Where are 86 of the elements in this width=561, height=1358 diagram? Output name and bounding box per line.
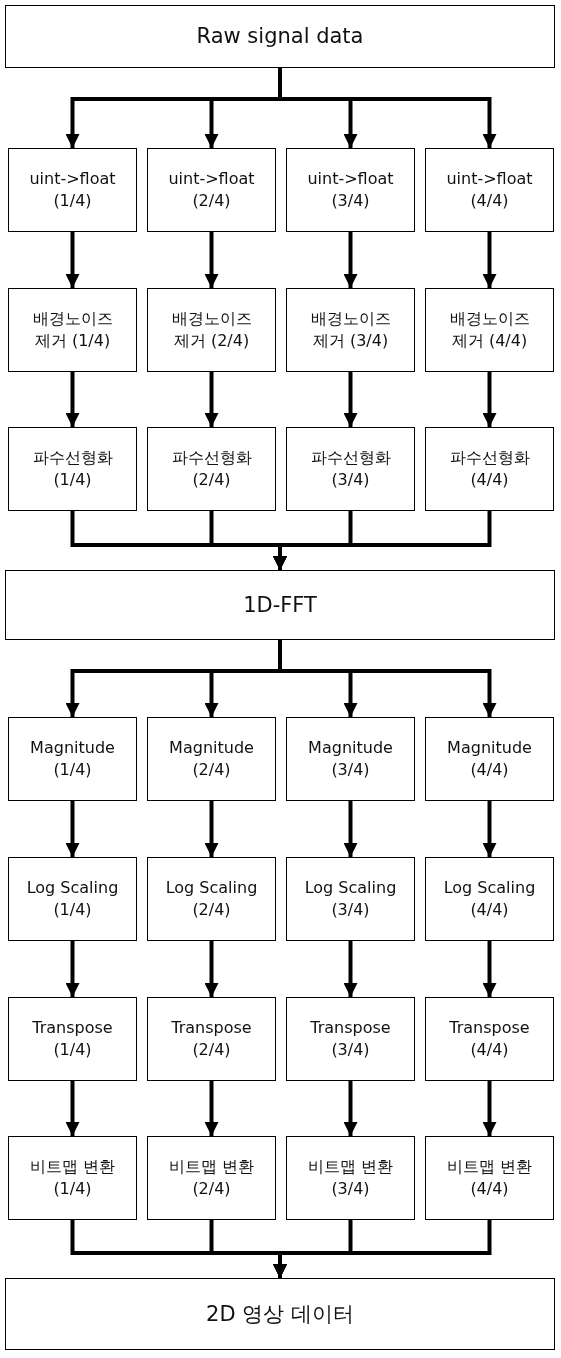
arrow — [482, 232, 497, 288]
arrow — [273, 1220, 492, 1278]
arrow — [204, 801, 219, 857]
box-label: uint->float (3/4) — [306, 168, 395, 212]
process-box — [286, 427, 415, 511]
box-label: Magnitude (1/4) — [29, 737, 116, 781]
box-label: uint->float (4/4) — [445, 168, 534, 212]
process-box — [5, 1278, 555, 1350]
box-label: 비트맵 변환 (3/4) — [306, 1156, 395, 1200]
arrow — [482, 372, 497, 427]
process-box — [286, 288, 415, 372]
process-box — [286, 997, 415, 1081]
arrow — [273, 511, 492, 570]
box-label: 비트맵 변환 (2/4) — [167, 1156, 256, 1200]
box-label: Log Scaling (2/4) — [164, 877, 259, 921]
box-label: Magnitude (3/4) — [307, 737, 394, 781]
arrow — [482, 1081, 497, 1136]
arrow — [343, 372, 358, 427]
arrow — [343, 941, 358, 997]
process-box — [8, 288, 137, 372]
process-box — [5, 570, 555, 640]
process-box — [8, 427, 137, 511]
box-label: 파수선형화 (1/4) — [31, 447, 114, 491]
process-box — [147, 427, 276, 511]
arrow — [204, 232, 219, 288]
box-label: Magnitude (4/4) — [446, 737, 533, 781]
arrow — [343, 232, 358, 288]
process-box — [147, 288, 276, 372]
box-label: Transpose (4/4) — [448, 1017, 531, 1061]
box-label: Log Scaling (3/4) — [303, 877, 398, 921]
process-box — [286, 1136, 415, 1220]
box-label: 비트맵 변환 (4/4) — [445, 1156, 534, 1200]
process-box — [286, 717, 415, 801]
arrow — [65, 232, 80, 288]
arrow — [65, 941, 80, 997]
process-box — [147, 997, 276, 1081]
box-label: 비트맵 변환 (1/4) — [28, 1156, 117, 1200]
process-box — [147, 148, 276, 232]
box-label: uint->float (2/4) — [167, 168, 256, 212]
process-box — [8, 1136, 137, 1220]
box-label: 배경노이즈 제거 (1/4) — [31, 308, 114, 352]
box-label: Transpose (3/4) — [309, 1017, 392, 1061]
box-label: Magnitude (2/4) — [168, 737, 255, 781]
process-box — [425, 997, 554, 1081]
box-label: Log Scaling (1/4) — [25, 877, 120, 921]
process-box — [286, 857, 415, 941]
arrow — [204, 1081, 219, 1136]
box-label: 파수선형화 (3/4) — [309, 447, 392, 491]
process-box — [8, 717, 137, 801]
box-label: Raw signal data — [196, 23, 364, 51]
process-box — [425, 857, 554, 941]
arrow — [278, 68, 497, 148]
box-label: 1D-FFT — [243, 591, 317, 619]
process-box — [147, 717, 276, 801]
box-label: Transpose (1/4) — [31, 1017, 114, 1061]
box-label: Log Scaling (4/4) — [442, 877, 537, 921]
process-box — [425, 148, 554, 232]
process-box — [5, 5, 555, 68]
box-label: Transpose (2/4) — [170, 1017, 253, 1061]
box-label: 파수선형화 (2/4) — [170, 447, 253, 491]
arrow — [482, 801, 497, 857]
arrow — [65, 801, 80, 857]
arrow — [482, 941, 497, 997]
process-box — [425, 427, 554, 511]
arrow — [204, 941, 219, 997]
arrow — [343, 1081, 358, 1136]
arrow — [65, 372, 80, 427]
process-box — [8, 997, 137, 1081]
arrow — [204, 372, 219, 427]
process-box — [147, 1136, 276, 1220]
process-box — [147, 857, 276, 941]
arrow — [343, 801, 358, 857]
box-label: 배경노이즈 제거 (2/4) — [170, 308, 253, 352]
process-box — [425, 288, 554, 372]
process-box — [425, 1136, 554, 1220]
process-box — [425, 717, 554, 801]
process-box — [8, 857, 137, 941]
process-box — [286, 148, 415, 232]
process-box — [8, 148, 137, 232]
box-label: uint->float (1/4) — [28, 168, 117, 212]
box-label: 배경노이즈 제거 (3/4) — [309, 308, 392, 352]
arrow — [65, 1081, 80, 1136]
box-label: 2D 영상 데이터 — [206, 1300, 354, 1328]
box-label: 배경노이즈 제거 (4/4) — [448, 308, 531, 352]
arrow — [278, 640, 497, 717]
box-label: 파수선형화 (4/4) — [448, 447, 531, 491]
